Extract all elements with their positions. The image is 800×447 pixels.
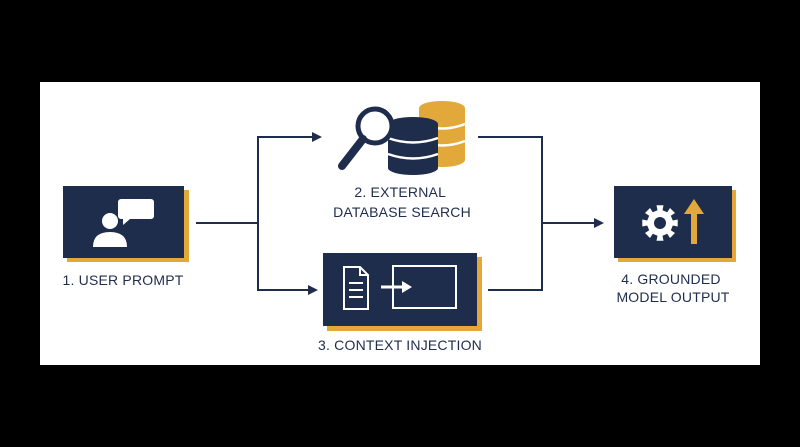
node-box <box>323 253 477 326</box>
node-label-user-prompt: 1. USER PROMPT <box>62 272 183 288</box>
document-into-window-icon <box>343 265 457 310</box>
arrow-right-icon <box>381 281 412 293</box>
edge-database-search-to-output <box>478 136 604 228</box>
node-label-grounded-model-output: 4. GROUNDED MODEL OUTPUT <box>616 271 729 305</box>
up-arrow-icon <box>684 199 704 244</box>
node-user-prompt: 1. USER PROMPT <box>62 186 189 288</box>
edge-user-prompt-to-database-search <box>196 132 322 224</box>
node-external-database-search: 2. EXTERNAL DATABASE SEARCH <box>333 101 471 220</box>
gear-icon <box>642 205 678 241</box>
node-label-context-injection: 3. CONTEXT INJECTION <box>318 337 482 353</box>
user-chat-icon <box>93 199 154 247</box>
connectors <box>196 132 604 295</box>
node-context-injection: 3. CONTEXT INJECTION <box>318 253 482 353</box>
edge-context-injection-to-output <box>488 223 543 291</box>
magnifier-database-icon <box>338 101 466 175</box>
node-label-external-database-search: 2. EXTERNAL DATABASE SEARCH <box>333 184 471 220</box>
magnifier-icon <box>338 106 395 170</box>
edge-user-prompt-to-context-injection <box>257 223 318 295</box>
document-icon <box>343 266 369 310</box>
gear-hole <box>654 217 666 229</box>
navy-database-icon <box>387 117 439 175</box>
node-grounded-model-output: 4. GROUNDED MODEL OUTPUT <box>614 186 736 305</box>
